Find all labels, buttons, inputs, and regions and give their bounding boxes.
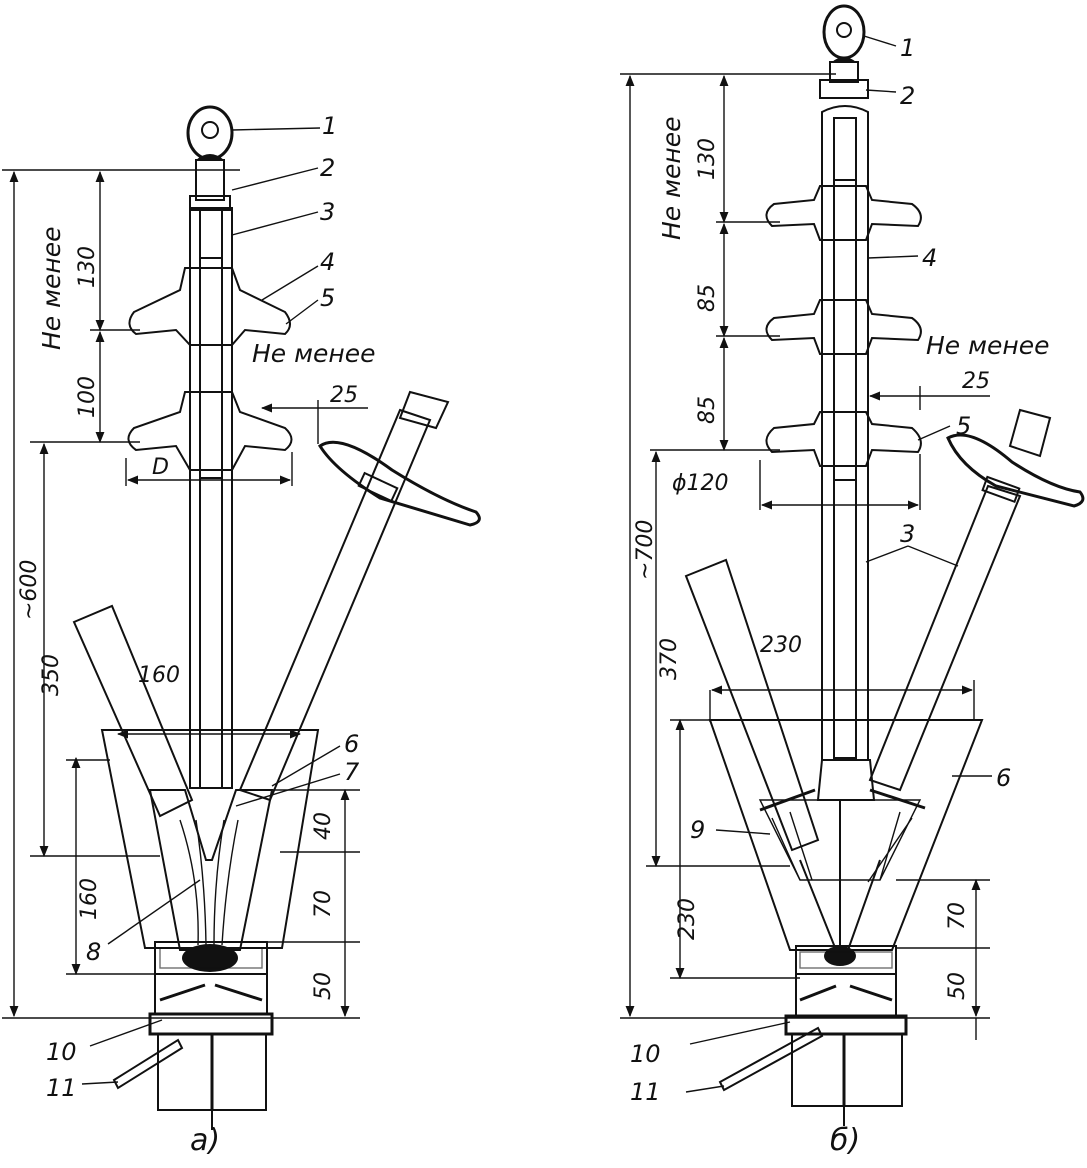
leaders-b: [685, 35, 992, 1093]
dim-70-a: 70: [311, 890, 336, 918]
note-min-a: Не менее: [252, 339, 375, 368]
figure-b: 1 2 4 5 3 6 9 10 11 Не менее 130 85 85 Н…: [620, 4, 1085, 1158]
insulating-tube-a: [189, 207, 233, 789]
callout-4-b: 4: [922, 244, 937, 272]
callout-2-a: 2: [320, 154, 335, 182]
callout-6-b: 6: [996, 764, 1011, 792]
gland-a: [148, 941, 274, 1036]
dim-230-side-b: 230: [675, 898, 700, 940]
callout-5-b: 5: [956, 412, 971, 440]
callout-9-b: 9: [690, 816, 705, 844]
dim-600-a: ~600: [17, 560, 42, 620]
dim-D-a: D: [152, 455, 169, 480]
insulator-sheds-b: [765, 179, 922, 481]
callout-8-a: 8: [86, 938, 101, 966]
dim-130-a: 130: [75, 246, 100, 288]
dim-100-a: 100: [75, 376, 100, 418]
caption-b: б): [830, 1123, 860, 1158]
gland-b: [784, 945, 908, 1036]
note-min-vertical-a: Не менее: [37, 227, 66, 350]
phase-core-right-b: [868, 408, 1085, 792]
dim-350-a: 350: [39, 654, 64, 696]
dim-230-top-b: 230: [760, 633, 802, 658]
dim-25-b: 25: [962, 369, 990, 394]
terminal-lug-b: [819, 4, 869, 99]
callout-7-a: 7: [344, 758, 360, 786]
terminal-lug-a: [186, 105, 234, 211]
phase-core-left-b: [684, 558, 820, 852]
dim-700-b: ~700: [633, 520, 658, 580]
callout-4-a: 4: [320, 248, 335, 276]
dim-160-top-a: 160: [138, 663, 180, 688]
funnel-body-a: [100, 729, 320, 972]
dim-40-a: 40: [311, 812, 336, 840]
dim-50-b: 50: [945, 972, 970, 1000]
callout-11-b: 11: [630, 1078, 661, 1106]
leaders-a: [81, 127, 341, 1085]
insulating-tube-b: [821, 105, 869, 761]
figure-a: 1 2 3 4 5 6 7 8 10 11 Не менее 130 100 Н…: [2, 105, 481, 1158]
dim-130-b: 130: [695, 138, 720, 180]
phase-core-left-a: [72, 604, 194, 818]
note-min-b: Не менее: [926, 331, 1049, 360]
callout-11-a: 11: [46, 1074, 77, 1102]
insulator-sheds-a: [127, 257, 293, 479]
callout-3-b: 3: [900, 520, 915, 548]
callout-6-a: 6: [344, 730, 359, 758]
callout-5-a: 5: [320, 284, 335, 312]
callout-10-a: 10: [46, 1038, 77, 1066]
phase-core-right-a: [238, 390, 481, 802]
callout-1-a: 1: [322, 112, 337, 140]
dim-50-a: 50: [311, 972, 336, 1000]
note-min-vertical-b: Не менее: [657, 117, 686, 240]
callout-1-b: 1: [900, 34, 915, 62]
cable-a: [112, 1033, 267, 1130]
cable-b: [718, 1026, 903, 1126]
dim-120-b: ϕ120: [672, 471, 729, 496]
callout-10-b: 10: [630, 1040, 661, 1068]
funnel-body-b: [708, 719, 984, 966]
dimensions-b: [620, 73, 990, 1040]
caption-a: а): [190, 1123, 220, 1158]
dim-70-b: 70: [945, 902, 970, 930]
callout-2-b: 2: [900, 82, 915, 110]
dim-25-a: 25: [330, 383, 358, 408]
dim-85-a-b: 85: [695, 284, 720, 312]
dim-160-side-a: 160: [77, 878, 102, 920]
dimensions-a: [2, 169, 368, 1019]
dim-370-b: 370: [657, 638, 682, 680]
dim-85-b-b: 85: [695, 396, 720, 424]
callout-3-a: 3: [320, 198, 335, 226]
